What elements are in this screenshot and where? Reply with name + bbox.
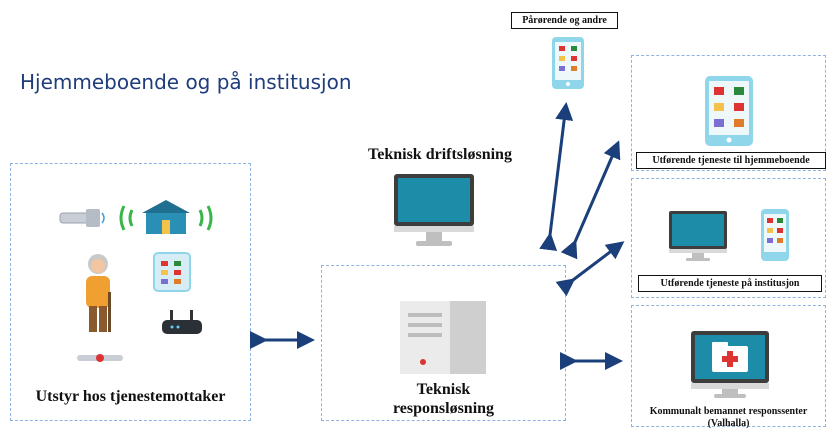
institution-monitor-icon [669, 211, 727, 261]
sensor-device-icon [59, 209, 105, 227]
home-service-tablet-icon [705, 76, 753, 146]
user-equipment-box [10, 163, 251, 421]
tablet-icon [153, 252, 191, 292]
arrow-response-to-home [560, 140, 621, 260]
relatives-phone-icon [552, 37, 584, 89]
institution-phone-icon [761, 209, 789, 261]
institution-service-label: Utførende tjeneste på institusjon [638, 275, 822, 292]
operations-monitor-icon [394, 174, 474, 246]
server-icon [400, 301, 486, 374]
alarm-bracelet-icon [77, 354, 123, 362]
arrow-response-to-relatives [539, 102, 574, 251]
smart-home-icon [119, 200, 213, 234]
response-solution-box [321, 265, 566, 421]
response-solution-label: Teknisk responsløsning [321, 380, 566, 418]
arrow-response-to-institution [555, 241, 625, 297]
relatives-label: Pårørende og andre [511, 12, 618, 29]
elderly-person-icon [86, 254, 111, 332]
router-icon [162, 310, 202, 334]
response-label-line1: Teknisk [416, 381, 471, 398]
operations-label: Teknisk driftsløsning [368, 146, 512, 163]
response-center-label-line2: (Valhalla) [707, 418, 750, 429]
response-center-label: Kommunalt bemannet responssenter (Valhal… [631, 406, 826, 430]
response-center-label-line1: Kommunalt bemannet responssenter [649, 406, 808, 417]
response-center-monitor-icon [691, 331, 769, 398]
response-label-line2: responsløsning [392, 400, 495, 417]
user-equipment-label: Utstyr hos tjenestemottaker [35, 388, 226, 405]
page-title: Hjemmeboende og på institusjon [20, 70, 352, 94]
